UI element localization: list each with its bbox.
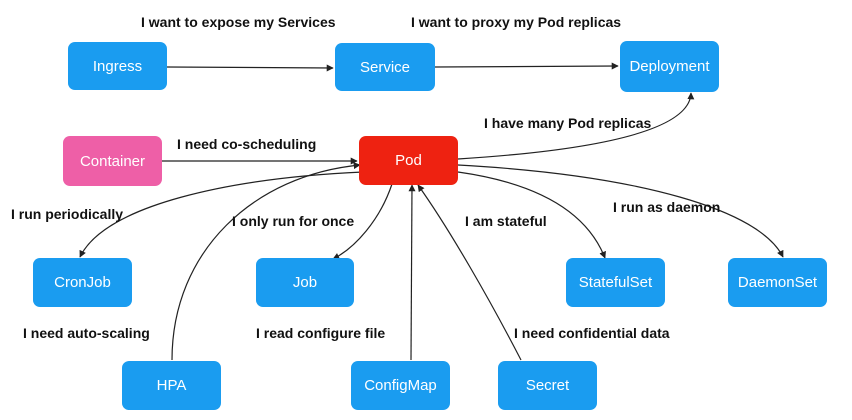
node-pod: Pod — [359, 136, 458, 185]
edge-label-stateful: I am stateful — [465, 213, 547, 229]
node-ingress-label: Ingress — [92, 57, 143, 75]
edge-pod-to-deployment — [457, 92, 695, 160]
node-daemonset: DaemonSet — [728, 258, 827, 307]
edge-pod-to-statefulset — [457, 171, 606, 259]
edge-pod-to-daemonset — [457, 164, 784, 258]
node-job: Job — [256, 258, 354, 307]
node-cronjob-label: CronJob — [54, 274, 111, 291]
node-secret-label: Secret — [525, 377, 570, 394]
node-cronjob: CronJob — [33, 258, 132, 307]
node-service: Service — [335, 43, 435, 91]
edge-label-expose-services: I want to expose my Services — [141, 14, 336, 30]
edge-label-auto-scaling: I need auto-scaling — [23, 325, 150, 341]
node-container: Container — [63, 136, 162, 186]
edge-hpa-to-pod — [171, 162, 361, 361]
node-service-label: Service — [359, 58, 411, 76]
node-daemonset-label: DaemonSet — [737, 274, 818, 291]
edge-label-confidential: I need confidential data — [514, 325, 670, 341]
node-configmap-label: ConfigMap — [364, 377, 437, 394]
node-configmap: ConfigMap — [351, 361, 450, 410]
node-container-label: Container — [79, 152, 146, 170]
edge-label-proxy-replicas: I want to proxy my Pod replicas — [411, 14, 622, 30]
edge-label-run-once: I only run for once — [232, 213, 355, 229]
edge-label-run-periodically: I run periodically — [11, 206, 124, 222]
node-hpa-label: HPA — [156, 377, 187, 394]
node-statefulset-label: StatefulSet — [578, 274, 653, 291]
node-ingress: Ingress — [68, 42, 167, 90]
edge-label-many-replicas: I have many Pod replicas — [484, 115, 652, 131]
edge-secret-to-pod — [417, 184, 522, 361]
node-deployment-label: Deployment — [629, 58, 710, 75]
node-job-label: Job — [292, 274, 318, 291]
edge-ingress-to-service — [166, 64, 334, 72]
edge-configmap-to-pod — [408, 184, 416, 361]
node-hpa: HPA — [122, 361, 221, 410]
edge-service-to-deployment — [434, 62, 619, 70]
edge-label-daemon: I run as daemon — [613, 199, 721, 215]
node-deployment: Deployment — [620, 41, 719, 92]
edge-pod-to-cronjob — [79, 171, 364, 258]
node-secret: Secret — [498, 361, 597, 410]
edge-label-co-scheduling: I need co-scheduling — [177, 136, 317, 152]
edge-label-configure-file: I read configure file — [256, 325, 386, 341]
node-pod-label: Pod — [395, 152, 422, 169]
edge-pod-to-job — [332, 183, 393, 260]
node-statefulset: StatefulSet — [566, 258, 665, 307]
